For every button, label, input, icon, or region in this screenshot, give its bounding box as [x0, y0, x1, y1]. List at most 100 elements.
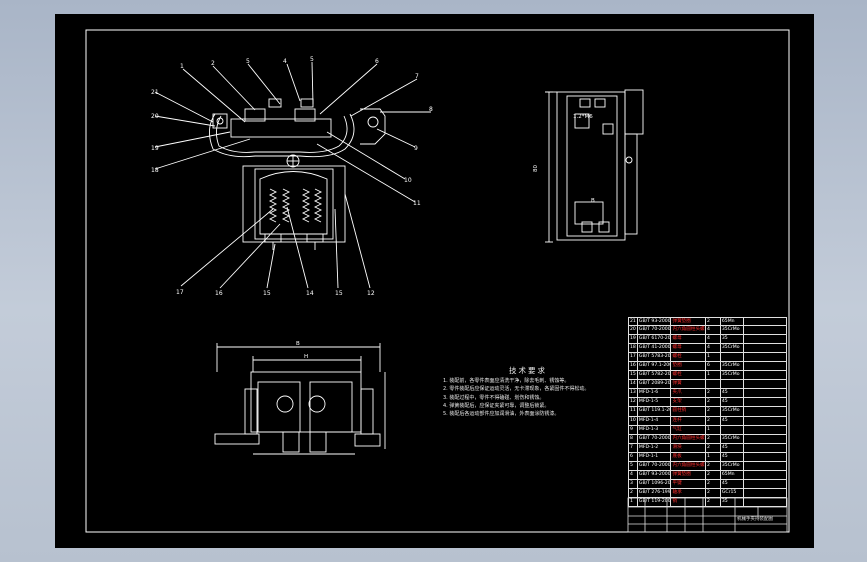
balloon-label: 12: [367, 290, 375, 297]
balloon-label: 16: [215, 290, 223, 297]
bom-cell-mat: 35CrMo: [721, 434, 744, 443]
bom-cell-mat: 35CrMo: [721, 326, 744, 335]
bom-cell-note: [744, 407, 786, 415]
bom-cell-name: 弹簧: [671, 380, 707, 389]
bom-cell-code: MFD-1-5: [638, 398, 672, 407]
bom-cell-note: [744, 371, 786, 379]
bom-cell-mat: 35CrMo: [721, 461, 744, 470]
bom-cell-note: [744, 471, 786, 479]
bom-cell-name: 滑块: [671, 443, 707, 452]
bom-cell-mat: 45: [721, 452, 744, 461]
bom-cell-name: 夹爪: [671, 389, 707, 398]
tech-item: 5. 装配后各运动部件应加润滑油，外表面涂防锈漆。: [443, 411, 560, 418]
bom-cell-name: 内六角圆柱头螺钉: [671, 434, 707, 443]
bom-cell-name: 螺母: [671, 335, 707, 344]
balloon-label: 7: [415, 73, 419, 80]
bom-cell-code: MFD-1-6: [638, 389, 672, 398]
bom-cell-code: MFD-1-3: [638, 425, 672, 434]
bom-cell-no: 7: [629, 443, 638, 452]
bom-cell-qty: 4: [706, 344, 721, 353]
bom-cell-note: [744, 426, 786, 434]
bom-cell-note: [744, 444, 786, 452]
balloon-label: 18: [151, 167, 159, 174]
top-overall-dim: B: [296, 341, 300, 347]
balloon-label: 1: [180, 63, 184, 70]
bom-cell-code: GB/T 119.1-2000: [638, 407, 672, 416]
bom-cell-name: 气缸: [671, 425, 707, 434]
bom-cell-code: GB/T 70-2000: [638, 434, 672, 443]
bom-cell-no: 4: [629, 470, 638, 479]
bom-cell-note: [744, 389, 786, 397]
balloon-label: 2: [211, 60, 215, 67]
bom-cell-code: GB/T 5783-2000: [638, 353, 672, 362]
bom-cell-no: 21: [629, 318, 638, 326]
bom-cell-mat: 35CrMo: [721, 371, 744, 380]
bom-cell-note: [744, 344, 786, 352]
bom-cell-no: 5: [629, 461, 638, 470]
bom-cell-code: GB/T 2089-2009: [638, 380, 672, 389]
balloon-label: 9: [414, 145, 418, 152]
bom-cell-code: GB/T 93-2000: [638, 470, 672, 479]
tech-item: 1. 装配前，各零件表面应清洗干净，除去毛刺、锈蚀等。: [443, 378, 570, 385]
bom-cell-no: 11: [629, 407, 638, 416]
bom-cell-note: [744, 489, 786, 497]
bom-cell-qty: 1: [706, 452, 721, 461]
bom-cell-name: 圆柱销: [671, 407, 707, 416]
bom-cell-no: 8: [629, 434, 638, 443]
balloon-label: 5: [310, 56, 314, 63]
bom-cell-mat: 35CrMo: [721, 362, 744, 371]
title-block: [627, 497, 788, 533]
bom-cell-note: [744, 353, 786, 361]
bom-cell-mat: [721, 380, 744, 389]
front-view: [154, 61, 431, 289]
bom-cell-mat: 35: [721, 335, 744, 344]
bom-cell-no: 17: [629, 353, 638, 362]
tech-item: 3. 装配过程中，零件不得磕碰、划伤和锈蚀。: [443, 394, 545, 401]
bom-cell-code: MFD-1-2: [638, 443, 672, 452]
bom-cell-qty: 4: [706, 326, 721, 335]
balloon-label: 4: [283, 58, 287, 65]
balloon-label: 5: [246, 58, 250, 65]
bom-cell-mat: 35CrMo: [721, 407, 744, 416]
side-dim-label: B: [591, 198, 595, 204]
bom-cell-note: [744, 480, 786, 488]
bom-cell-mat: GCr15: [721, 488, 744, 497]
bom-cell-mat: [721, 353, 744, 362]
bom-cell-mat: 45: [721, 443, 744, 452]
bom-cell-name: 弹簧垫圈: [671, 470, 707, 479]
bom-cell-code: MFD-1-4: [638, 416, 672, 425]
tech-item: 4. 弹簧装配后，应保证夹紧可靠，调整后锁紧。: [443, 402, 550, 409]
bom-cell-code: GB/T 93-2000: [638, 318, 672, 326]
bom-cell-qty: 2: [706, 461, 721, 470]
bom-cell-no: 12: [629, 398, 638, 407]
bom-cell-no: 6: [629, 452, 638, 461]
bom-cell-no: 2: [629, 488, 638, 497]
bom-cell-note: [744, 398, 786, 406]
balloon-label: 21: [151, 89, 159, 96]
bom-cell-note: [744, 362, 786, 370]
bom-cell-mat: 35: [721, 497, 744, 506]
bom-cell-qty: 2: [706, 389, 721, 398]
tech-item: 2. 零件装配后应保证运动灵活，无卡滞现象，各紧固件不得松动。: [443, 386, 590, 393]
bom-cell-code: GB/T 97.1-2000: [638, 362, 672, 371]
bom-cell-code: GB/T 70-2000: [638, 326, 672, 335]
bom-cell-code: GB/T 70-2000: [638, 461, 672, 470]
bom-cell-mat: 45: [721, 398, 744, 407]
bom-cell-qty: [706, 380, 721, 389]
drawing-sheet: 1 2 5 4 5 6 7 8 9 10 11 21 20 19 18 17 1…: [55, 14, 814, 548]
bom-cell-code: MFD-1-1: [638, 452, 672, 461]
bom-cell-name: 支架: [671, 398, 707, 407]
balloon-label: 17: [176, 289, 184, 296]
bom-cell-name: 销: [671, 497, 707, 506]
bom-cell-note: [744, 326, 786, 334]
bom-cell-qty: 1: [706, 353, 721, 362]
bom-cell-code: GB/T 276-1994: [638, 488, 672, 497]
bom-cell-note: [744, 498, 786, 506]
